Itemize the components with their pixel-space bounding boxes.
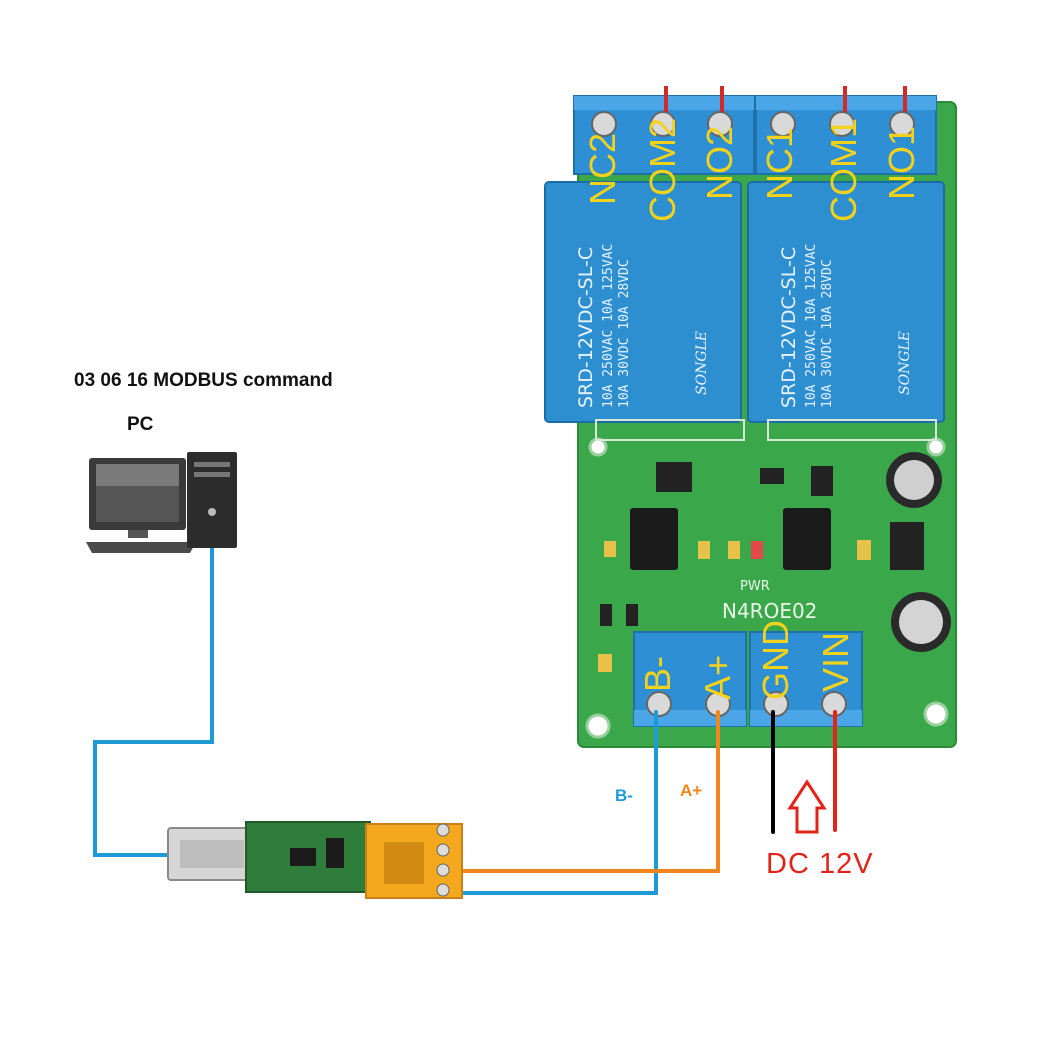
smd-part — [728, 541, 740, 559]
relay-rating-text: 10A 250VAC 10A 125VAC — [601, 244, 616, 408]
terminal-label-nc1: NC1 — [759, 127, 800, 200]
smd-part — [598, 654, 612, 672]
smd-part — [600, 604, 612, 626]
relay-1: SRD-12VDC-SL-C 10A 250VAC 10A 125VAC 10A… — [747, 181, 945, 441]
b-minus-wire-label: B- — [615, 786, 633, 805]
terminal-label-a-plus: A+ — [697, 654, 738, 700]
wires — [93, 546, 837, 895]
terminal-label-gnd: GND — [755, 620, 796, 700]
smd-part — [857, 540, 871, 560]
terminal-screws-top — [591, 111, 915, 137]
terminal-screws-bottom — [646, 691, 847, 717]
relay-output-wires — [664, 86, 907, 112]
capacitor-top — [899, 600, 943, 644]
pwr-silkscreen: PWR — [740, 579, 770, 594]
pwr-led — [751, 541, 763, 559]
transistor — [656, 462, 692, 492]
ic-chip — [783, 508, 831, 570]
terminal-label-no1: NO1 — [881, 125, 922, 200]
relay-rating-text: 10A 30VDC 10A 28VDC — [617, 259, 632, 408]
capacitor-top — [894, 460, 934, 500]
relay-model-text: SRD-12VDC-SL-C — [778, 247, 800, 408]
power-supply-label: DC 12V — [766, 848, 874, 880]
model-silkscreen: N4ROE02 — [722, 599, 817, 623]
mount-hole — [588, 437, 608, 457]
relay-brand-text: SONGLE — [897, 331, 913, 395]
modbus-command-title: 03 06 16 MODBUS command — [74, 370, 333, 391]
b-minus-wire — [460, 710, 658, 895]
mount-hole — [926, 437, 946, 457]
terminal-label-nc2: NC2 — [582, 132, 623, 205]
usb-cable — [93, 546, 214, 857]
regulator — [890, 522, 924, 570]
terminal-label-b-minus: B- — [637, 656, 678, 692]
relay-rating-text: 10A 30VDC 10A 28VDC — [820, 259, 835, 408]
power-arrow — [787, 779, 827, 834]
pc-label: PC — [127, 414, 154, 435]
terminal-label-no2: NO2 — [699, 125, 740, 200]
diode — [760, 468, 784, 484]
ic-chip — [630, 508, 678, 570]
smd-part — [604, 541, 616, 557]
terminal-label-com2: COM2 — [642, 117, 683, 222]
terminal-label-vin: VIN — [815, 631, 856, 692]
relay-brand-text: SONGLE — [694, 331, 710, 395]
smd-part — [698, 541, 710, 559]
terminal-label-com1: COM1 — [823, 117, 864, 222]
usb-rs485-adapter — [167, 821, 463, 899]
relay-rating-text: 10A 250VAC 10A 125VAC — [804, 244, 819, 408]
a-plus-wire — [450, 710, 720, 873]
a-plus-wire-label: A+ — [680, 781, 703, 800]
relay-model-text: SRD-12VDC-SL-C — [575, 247, 597, 408]
transistor — [811, 466, 833, 496]
keyboard — [86, 542, 196, 553]
relay-2: SRD-12VDC-SL-C 10A 250VAC 10A 125VAC 10A… — [544, 181, 745, 441]
pc-illustration — [86, 452, 237, 553]
mount-hole — [585, 713, 611, 739]
board-components: PWR N4ROE02 — [598, 452, 951, 672]
mount-hole — [923, 701, 949, 727]
smd-part — [626, 604, 638, 626]
